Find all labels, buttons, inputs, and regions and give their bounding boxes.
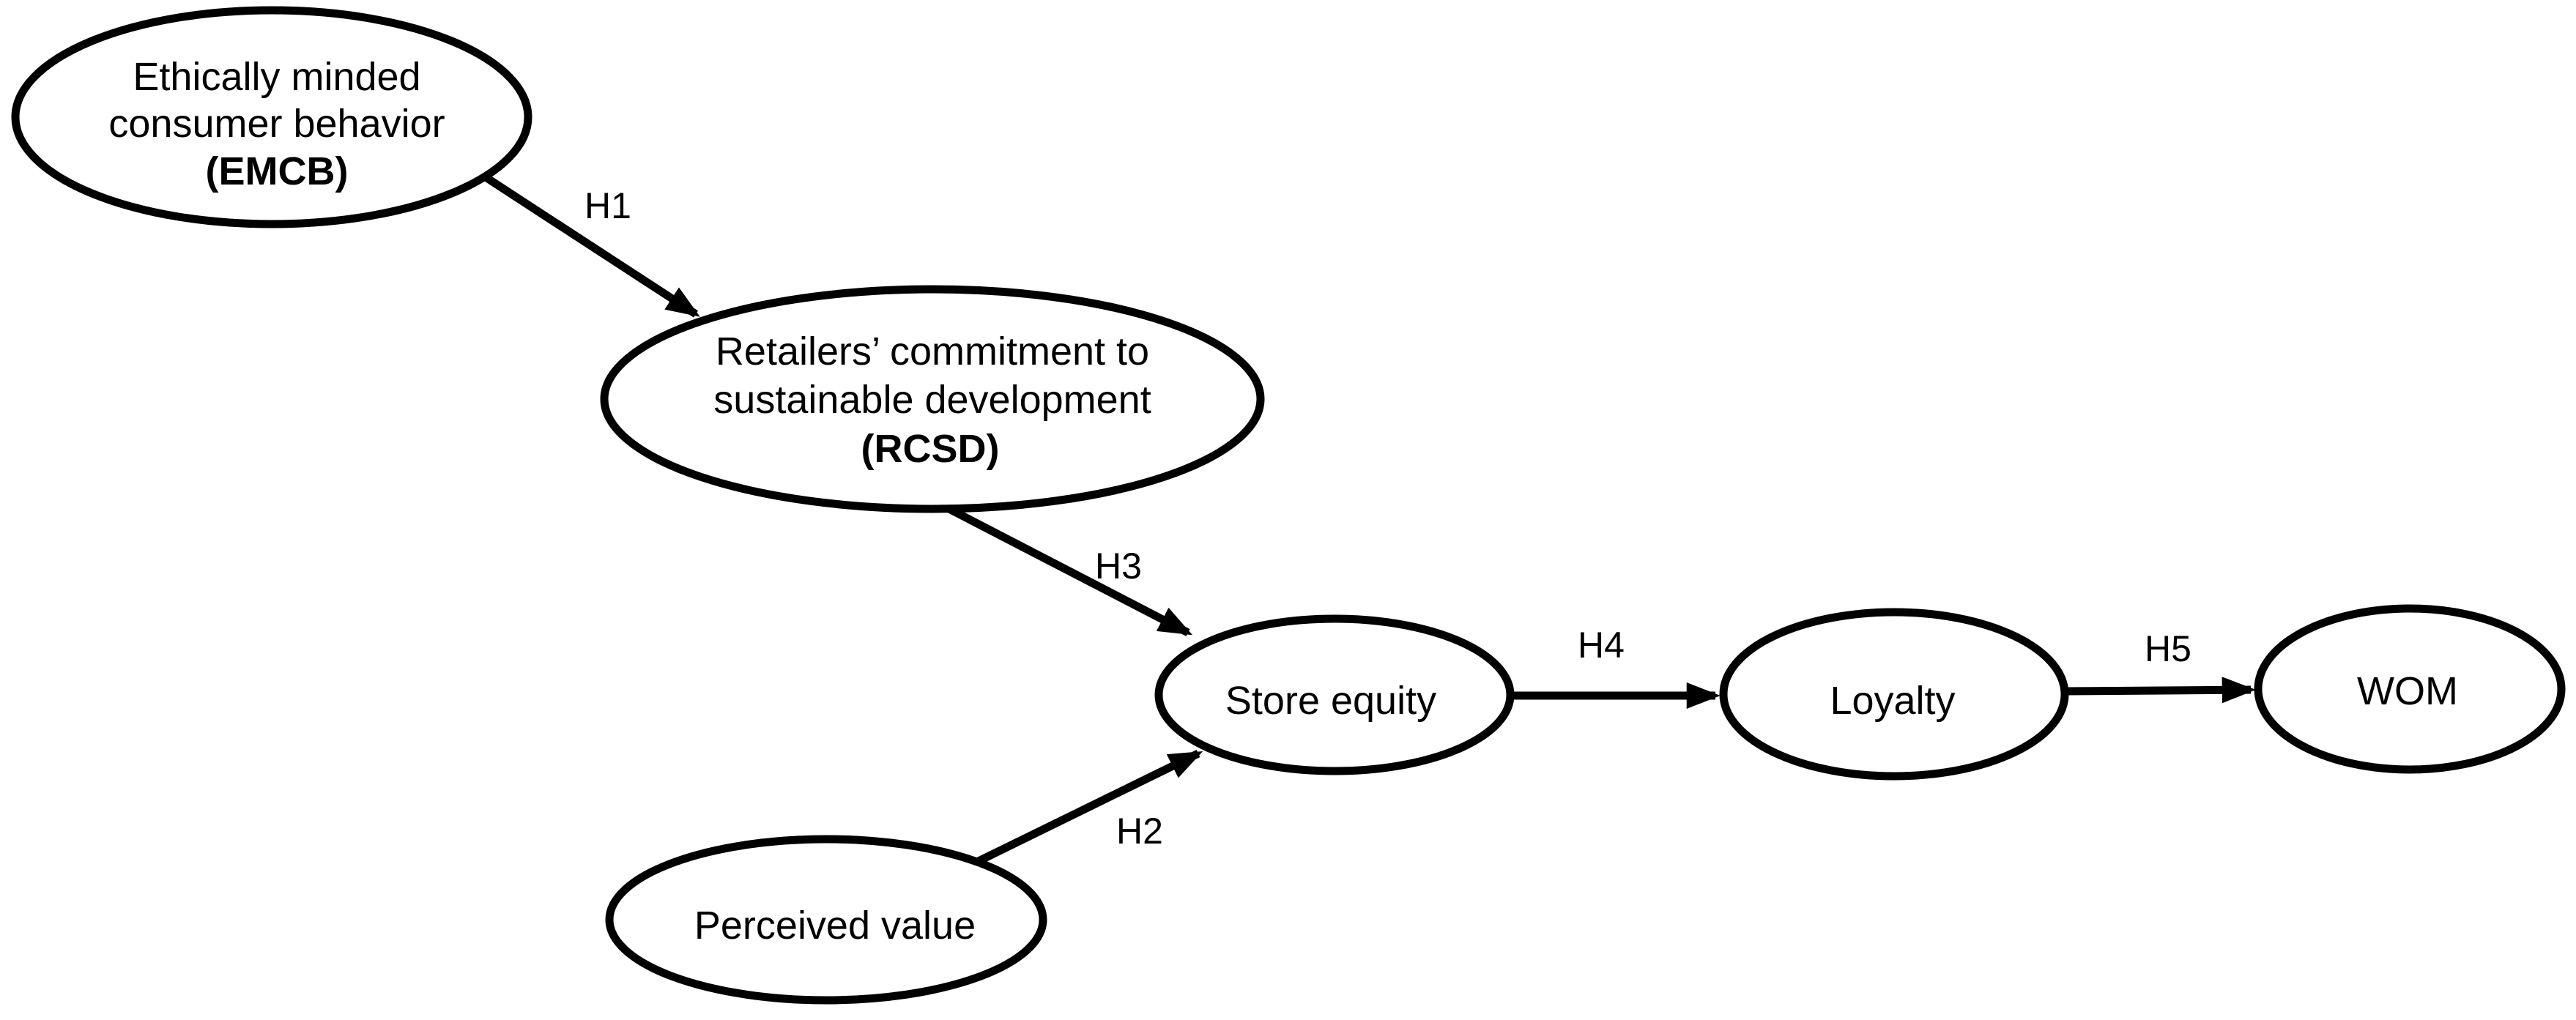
node-perceived-value-label: Perceived value — [694, 904, 976, 948]
edge-h1-arrow — [480, 172, 700, 318]
node-perceived-value-ellipse — [605, 835, 1047, 1005]
node-emcb-label-line2: consumer behavior — [108, 102, 445, 146]
node-emcb-label-line1: Ethically minded — [133, 55, 420, 99]
edge-labels-layer: H1 H3 H2 H4 H5 — [584, 185, 2191, 852]
edge-h3-label: H3 — [1095, 546, 1142, 587]
node-store-equity-label: Store equity — [1225, 679, 1436, 723]
edge-h5-arrow — [2065, 677, 2256, 704]
edge-h5-label: H5 — [2145, 628, 2191, 669]
edge-h4-label: H4 — [1578, 625, 1625, 666]
node-rcsd-label-line2: sustainable development — [713, 378, 1151, 422]
edge-h2-label: H2 — [1116, 811, 1163, 852]
node-emcb-label-abbr: (EMCB) — [206, 149, 349, 193]
node-loyalty-label: Loyalty — [1830, 679, 1955, 723]
node-wom-label: WOM — [2357, 669, 2458, 713]
node-rcsd-ellipse — [600, 285, 1265, 513]
node-wom-ellipse — [2254, 604, 2566, 774]
node-rcsd-label-line1: Retailers’ commitment to — [716, 330, 1149, 373]
node-store-equity-ellipse — [1154, 614, 1515, 775]
node-rcsd-label-abbr: (RCSD) — [861, 427, 1000, 471]
edge-h3-arrow — [944, 504, 1193, 636]
edge-h1-label: H1 — [584, 185, 631, 226]
node-emcb-ellipse — [11, 6, 532, 228]
edge-h2-arrow — [975, 750, 1203, 865]
node-loyalty-ellipse — [1719, 608, 2069, 781]
nodes-layer — [11, 6, 2566, 1005]
node-labels-layer: Ethically minded consumer behavior (EMCB… — [108, 55, 2458, 948]
edges-layer — [480, 172, 2256, 865]
